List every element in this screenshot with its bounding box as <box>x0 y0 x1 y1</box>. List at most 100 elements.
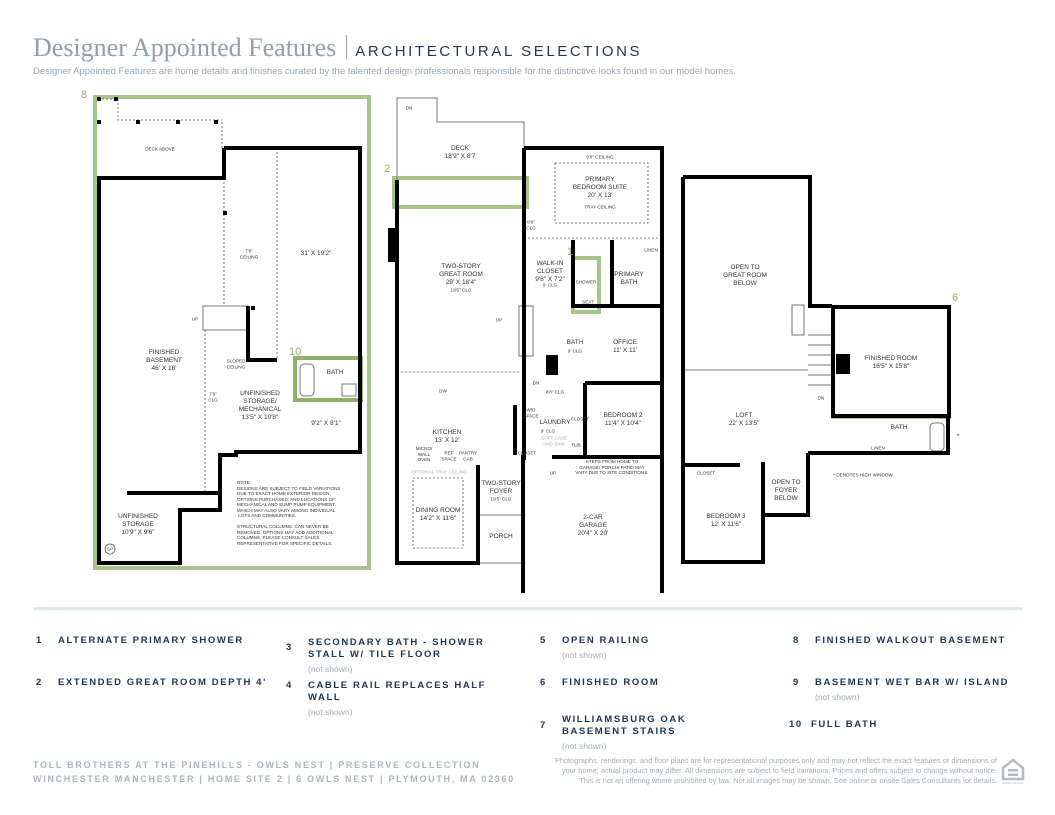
label-soft-case: SOFT CASE AND SINK <box>541 435 567 447</box>
legend-label: WILLIAMSBURG OAK BASEMENT STAIRS <box>562 714 687 737</box>
legend-label: FINISHED ROOM <box>562 677 660 688</box>
equal-housing-icon: EQUAL HOUSING <box>1001 758 1025 785</box>
legend-number: 5 <box>540 635 547 646</box>
label-finished-basement: FINISHED BASEMENT 46' X 18' <box>146 349 182 372</box>
label-deck: DECK 18'9" X 8'7 <box>444 145 476 160</box>
label-ceiling-98: 9'8" CEILING <box>586 154 614 160</box>
legend-text: WILLIAMSBURG OAK BASEMENT STAIRS (not sho… <box>562 714 752 752</box>
label-dn: DN <box>532 380 540 386</box>
callout-8: 8 <box>81 89 88 101</box>
label-high-window: * DENOTES HIGH WINDOW <box>833 472 893 478</box>
basement-note: NOTE: DESIGNS ARE SUBJECT TO FIELD VARIA… <box>237 480 341 546</box>
label-dn: DN <box>817 395 825 401</box>
legend-label: FINISHED WALKOUT BASEMENT <box>815 635 1006 646</box>
label-bath-clg: 9' CLG <box>567 348 583 354</box>
legend-text: SECONDARY BATH - SHOWER STALL W/ TILE FL… <box>308 637 518 675</box>
label-kitchen: KITCHEN 13' X 12' <box>432 429 462 444</box>
legend-label: EXTENDED GREAT ROOM DEPTH 4' <box>58 677 267 688</box>
label-up: UP <box>549 470 557 476</box>
legend-number: 9 <box>793 677 800 688</box>
legend-label: FULL BATH <box>811 719 878 730</box>
label-up: UP <box>191 316 199 322</box>
callout-10: 10 <box>289 346 302 358</box>
legend-number: 3 <box>286 642 293 653</box>
legend-text: FINISHED ROOM <box>562 677 772 689</box>
label-walkin: WALK-IN CLOSET 9'8" X 7'2" <box>535 260 565 283</box>
legend-number: 6 <box>540 677 547 688</box>
label-clg-88: 8'8" CLG <box>545 389 565 395</box>
legend-note: (not shown) <box>562 741 607 751</box>
highlight-basement <box>93 95 371 570</box>
label-loft: LOFT 22' X 13'5" <box>728 412 760 427</box>
label-sp: SP <box>106 546 114 552</box>
legend-note: (not shown) <box>308 664 353 674</box>
walls <box>97 146 951 593</box>
highlight-great-room <box>392 176 529 209</box>
title-text: Designer Appointed Features <box>33 33 337 62</box>
label-bath: BATH <box>890 424 908 431</box>
legend-label: CABLE RAIL REPLACES HALF WALL <box>308 680 487 703</box>
label-closet: CLOSET <box>570 416 590 422</box>
label-tray: TRAY CEILING <box>584 204 616 210</box>
legend-number: 1 <box>36 635 43 646</box>
label-bath: BATH <box>566 339 584 346</box>
label-walkin-clg: 9' CLG <box>542 282 558 288</box>
legend-note: (not shown) <box>562 650 607 660</box>
callout-6: 6 <box>952 292 959 304</box>
label-open-foyer: OPEN TO FOYER BELOW <box>771 479 801 502</box>
label-clg-86: 8'6" CLG <box>526 219 536 231</box>
label-garage: 2-CAR GARAGE 20'4" X 20' <box>577 514 609 537</box>
legend-label: OPEN RAILING <box>562 635 650 646</box>
fireplace <box>388 228 397 262</box>
legend-note: (not shown) <box>308 707 353 717</box>
label-star: * <box>956 433 960 440</box>
label-foyer: TWO-STORY FOYER <box>481 480 521 495</box>
label-closet: CLOSET <box>517 450 537 456</box>
label-primary-suite: PRIMARY BEDROOM SUITE 20' X 13' <box>572 176 628 199</box>
label-bath-dim: 9'2" X 8'1" <box>311 420 341 427</box>
legend-label: ALTERNATE PRIMARY SHOWER <box>58 635 244 646</box>
label-clg: 7'6" CLG <box>208 391 218 403</box>
legend-text: ALTERNATE PRIMARY SHOWER <box>58 635 268 647</box>
legend-number: 10 <box>789 719 803 730</box>
legend-label: BASEMENT WET BAR W/ ISLAND <box>815 677 1010 688</box>
label-dw: DW <box>439 388 447 394</box>
label-foyer-clg: 19'5" CLG <box>490 496 512 502</box>
legend-number: 2 <box>36 677 43 688</box>
label-steps-note: STEPS FROM HOME TO GARAGE/ PORCH/ PATIO … <box>575 458 649 475</box>
label-bedroom-2: BEDROOM 2 11'4" X 10'4" <box>603 412 643 427</box>
label-porch: PORCH <box>489 533 513 540</box>
legend-text: FULL BATH <box>811 719 1021 731</box>
title-divider <box>346 35 348 59</box>
label-bath: BATH <box>326 369 344 376</box>
fireplaces-columns <box>97 97 850 375</box>
subtitle: ARCHITECTURAL SELECTIONS <box>355 43 643 60</box>
label-room-31: 31' X 19'2" <box>300 250 332 257</box>
footer-address: WINCHESTER MANCHESTER | HOME SITE 2 | 6 … <box>33 774 515 784</box>
footer-community: TOLL BROTHERS AT THE PINEHILLS - OWLS NE… <box>33 760 481 770</box>
sump-pump-icon <box>104 543 116 555</box>
label-micro: MICRO/ WALL OVEN <box>415 445 433 462</box>
dashed-lines <box>98 98 662 549</box>
legend-number: 8 <box>793 635 800 646</box>
label-bedroom-3: BEDROOM 3 12' X 11'6" <box>706 513 746 528</box>
fireplace-upper <box>836 354 850 374</box>
label-pantry: PANTRY CAB <box>458 450 478 462</box>
label-sloped: SLOPED CEILING <box>226 358 246 370</box>
label-wd: W/D SPACE <box>523 407 539 419</box>
label-great-clg: 19'5" CLG <box>450 287 472 293</box>
label-optional-tray: OPTIONAL TRAY CEILING <box>411 469 467 475</box>
label-office: OFFICE 11' X 11' <box>613 339 637 354</box>
label-great-room: TWO-STORY GREAT ROOM 29' X 18'4" <box>439 263 483 286</box>
intro-text: Designer Appointed Features are home det… <box>33 66 736 77</box>
label-open-great: OPEN TO GREAT ROOM BELOW <box>723 264 767 287</box>
label-linen: LINEN <box>644 247 658 253</box>
label-dn: DN <box>405 105 413 111</box>
label-linen: LINEN <box>871 445 885 451</box>
label-tub: TUB <box>571 442 581 448</box>
callout-2: 2 <box>384 163 391 175</box>
callout-1: 1 <box>567 246 574 258</box>
label-laundry: LAUNDRY <box>539 419 571 426</box>
legend-note: (not shown) <box>815 692 860 702</box>
label-primary-bath: PRIMARY BATH <box>614 271 644 286</box>
